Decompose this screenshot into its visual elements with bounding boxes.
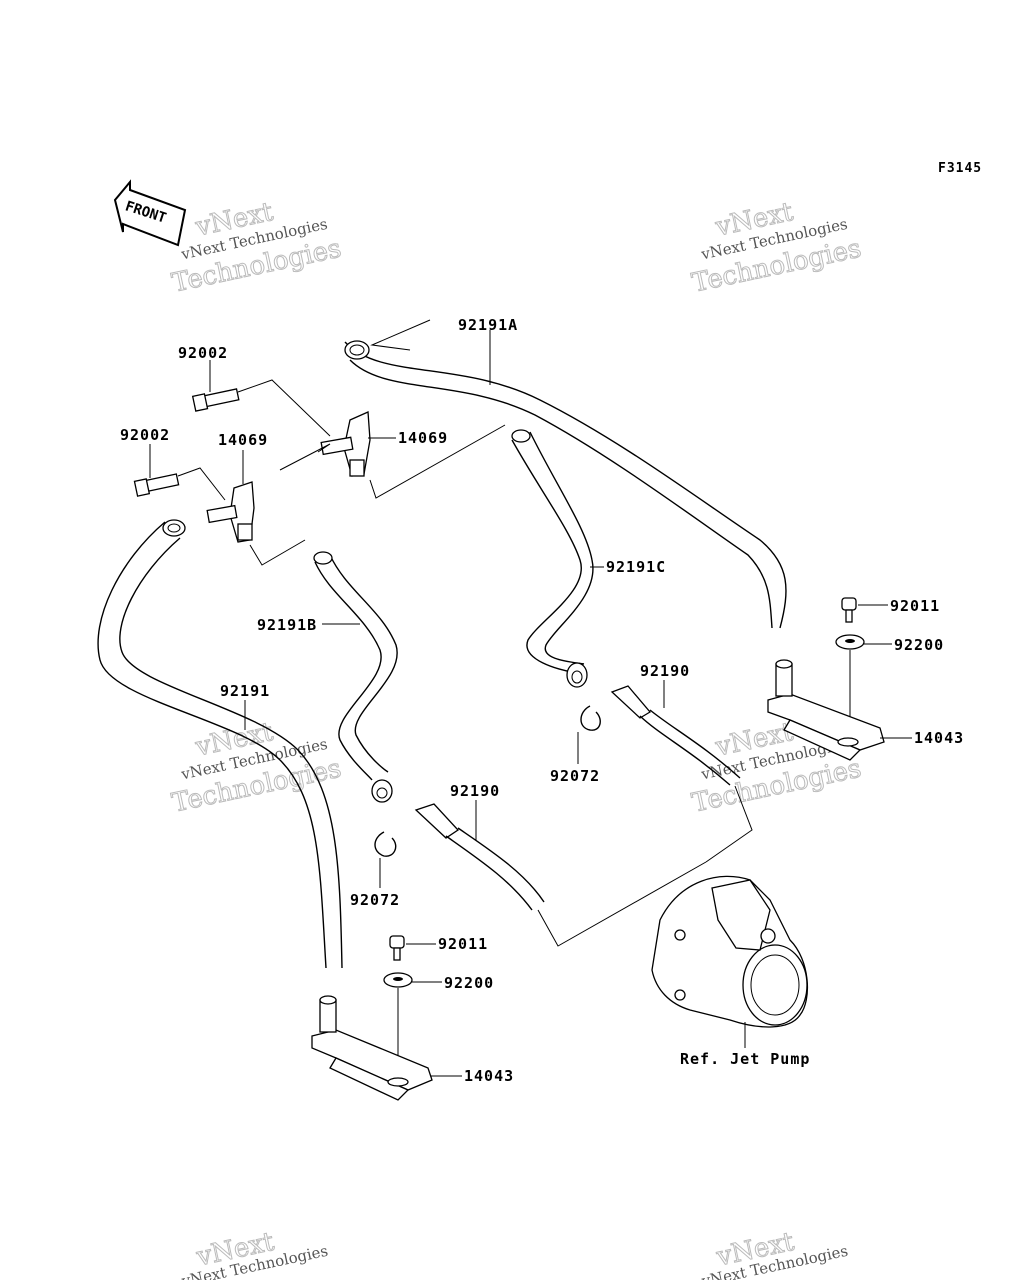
- label-92011-right: 92011: [890, 597, 940, 615]
- label-92191A: 92191A: [458, 316, 518, 334]
- jet-pump: [651, 875, 809, 1028]
- watermark-bottom-left: vNext vNext Technologies: [179, 1226, 329, 1280]
- clip-92072-mid[interactable]: [580, 705, 601, 731]
- label-14043-left: 14043: [464, 1067, 514, 1085]
- washer-92200-left[interactable]: [383, 972, 413, 988]
- bracket-14043-right[interactable]: [767, 659, 885, 761]
- label-92072-left: 92072: [350, 891, 400, 909]
- watermark-mid-left: vNext vNext Technologies Technologies: [169, 716, 345, 819]
- pipe-92190-mid[interactable]: [414, 803, 545, 911]
- bolt-92011-right[interactable]: [841, 597, 857, 623]
- watermark-bottom-right: vNext vNext Technologies: [699, 1226, 849, 1280]
- label-92200-left: 92200: [444, 974, 494, 992]
- label-92190-right: 92190: [640, 662, 690, 680]
- hose-92191C[interactable]: [511, 429, 594, 688]
- label-92072-mid: 92072: [550, 767, 600, 785]
- label-ref-jet-pump: Ref. Jet Pump: [680, 1050, 810, 1068]
- hose-92191B[interactable]: [313, 551, 398, 803]
- bolt-92002-top[interactable]: [191, 388, 240, 412]
- label-92200-right: 92200: [894, 636, 944, 654]
- label-14043-right: 14043: [914, 729, 964, 747]
- label-92191C: 92191C: [606, 558, 666, 576]
- label-14069-right: 14069: [398, 429, 448, 447]
- clip-92072-left[interactable]: [374, 831, 397, 857]
- hose-92191[interactable]: [97, 519, 343, 969]
- bracket-14043-left[interactable]: [311, 995, 433, 1101]
- fitting-14069-left[interactable]: [206, 481, 255, 543]
- watermark-top-right: vNext vNext Technologies Technologies: [689, 196, 865, 299]
- leader-92191A: [370, 319, 431, 351]
- label-92002-top: 92002: [178, 344, 228, 362]
- label-92191B: 92191B: [257, 616, 317, 634]
- label-92011-left: 92011: [438, 935, 488, 953]
- figure-code: F3145: [938, 161, 982, 176]
- fitting-14069-right[interactable]: [320, 411, 371, 477]
- label-92190-mid: 92190: [450, 782, 500, 800]
- bolt-92011-left[interactable]: [389, 935, 405, 961]
- hose-92191A[interactable]: [344, 340, 787, 629]
- label-92002-left: 92002: [120, 426, 170, 444]
- washer-92200-right[interactable]: [835, 634, 865, 650]
- watermark-top-left: vNext vNext Technologies Technologies: [169, 196, 345, 299]
- label-92191: 92191: [220, 682, 270, 700]
- front-arrow-icon: FRONT: [113, 179, 187, 247]
- label-14069-left: 14069: [218, 431, 268, 449]
- pipe-92190-right[interactable]: [610, 685, 741, 786]
- bolt-92002-left[interactable]: [133, 473, 180, 497]
